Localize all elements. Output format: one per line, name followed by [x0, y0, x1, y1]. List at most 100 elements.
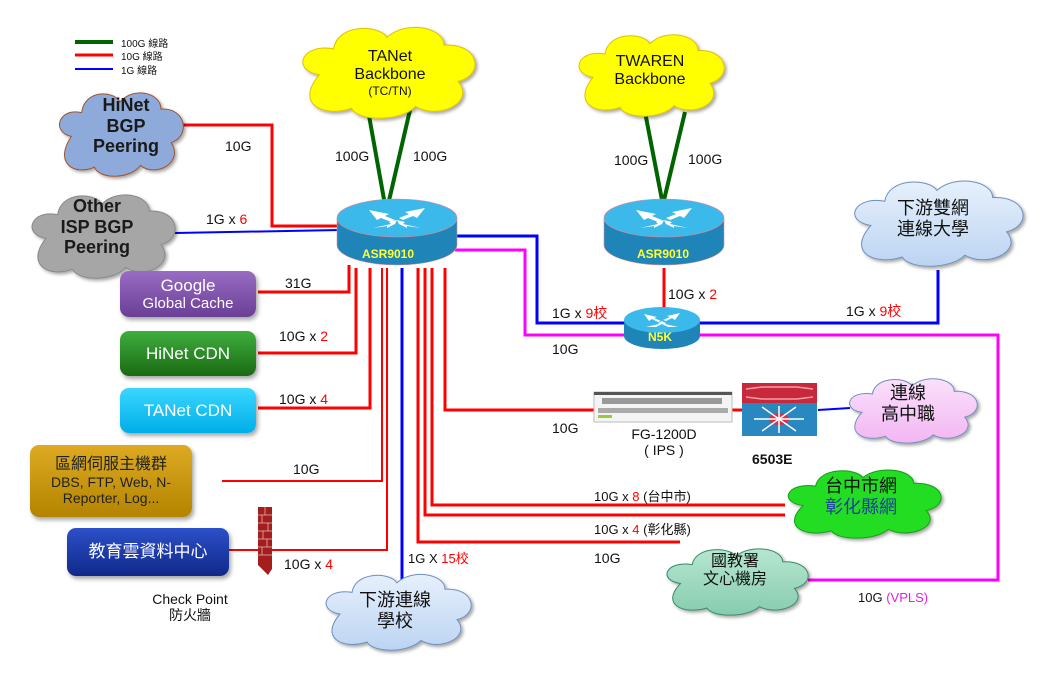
- box-label: Google: [160, 275, 216, 295]
- link-tag: (VPLS): [886, 590, 929, 605]
- link-speed: 1G x: [206, 211, 240, 227]
- cloud-downstream-schools[interactable]: 下游連線 學校: [345, 590, 445, 631]
- legend-label-100g: 100G 線路: [121, 39, 169, 50]
- link-speed: 10G x: [668, 286, 710, 302]
- link-speed: 10G x: [284, 556, 326, 572]
- box-label: 教育雲資料中心: [88, 542, 208, 562]
- google-global-cache-box[interactable]: Google Global Cache: [120, 271, 256, 317]
- asr9010-main-router[interactable]: [336, 198, 458, 266]
- cloud-label: 文心機房: [702, 571, 767, 589]
- link-label-taichung: 10G x 8 (台中市): [594, 486, 691, 505]
- cloud-label: 國教署: [710, 553, 759, 570]
- cloud-label: BGP: [106, 115, 146, 136]
- asr9010-twaren-router[interactable]: [603, 198, 725, 266]
- link-label-k12: 10G: [594, 550, 621, 566]
- clouds: [31, 26, 1024, 651]
- cloud-label: 下游雙網: [897, 198, 969, 218]
- link-count: 8: [632, 489, 640, 504]
- link-count: 9校: [585, 305, 608, 321]
- link-label-changhua: 10G x 4 (彰化縣): [594, 519, 691, 538]
- cloud-shape-downstream[interactable]: [325, 574, 472, 651]
- link-label-hinet-bgp: 10G: [225, 138, 252, 154]
- cloud-shape-city[interactable]: [787, 469, 942, 539]
- link-count: 4: [320, 391, 329, 407]
- link-fortigate: [443, 268, 595, 412]
- cloud-hinet-bgp[interactable]: HiNet BGP Peering: [76, 95, 176, 157]
- cloud-twaren-backbone[interactable]: TWAREN Backbone: [605, 53, 695, 90]
- link-tanet-100g-a: [366, 109, 387, 206]
- box-label: TANet CDN: [143, 400, 233, 420]
- cloud-label: 連線: [890, 383, 926, 403]
- link-label-tanet-cdn: 10G x 4: [279, 391, 328, 407]
- box-label: Global Cache: [142, 295, 234, 313]
- cloud-label: HiNet: [102, 95, 150, 115]
- cloud-k12-datacenter[interactable]: 國教署 文心機房: [690, 553, 780, 590]
- switch-arrows-icon: [754, 406, 804, 433]
- link-tanet-cdn: [258, 268, 372, 410]
- cat6503e-switch[interactable]: [742, 383, 817, 436]
- cloud-label: ISP BGP: [60, 216, 134, 237]
- legend: [75, 40, 113, 70]
- link-label-fortigate: 10G: [552, 420, 579, 436]
- cloud-label: TWAREN: [615, 53, 685, 70]
- edu-cloud-datacenter-box[interactable]: 教育雲資料中心: [67, 528, 229, 576]
- cloud-shape-highschool[interactable]: [849, 378, 978, 444]
- link-label-downstream: 1G X 15校: [408, 548, 469, 567]
- device-label: FG-1200D: [631, 426, 697, 442]
- link-speed: 1G X: [408, 551, 442, 566]
- links: [174, 109, 1000, 585]
- n5k-switch[interactable]: [624, 307, 700, 349]
- link-label-n5k-univ: 1G x 9校: [846, 301, 901, 321]
- checkpoint-firewall-icon[interactable]: [258, 507, 272, 575]
- cloud-shape-twaren[interactable]: [578, 34, 725, 117]
- link-edu-cloud: [228, 268, 388, 551]
- legend-label-10g: 10G 線路: [121, 52, 163, 63]
- link-asr-n5k-1g: [455, 234, 625, 325]
- cloud-dual-homed-univ[interactable]: 下游雙網 連線大學: [878, 198, 988, 239]
- cloud-other-isp-bgp[interactable]: Other ISP BGP Peering: [42, 196, 152, 258]
- cloud-label: 連線大學: [897, 218, 969, 239]
- cloud-tanet-backbone[interactable]: TANet Backbone (TC/TN): [345, 48, 435, 99]
- link-label-asr-n5k-1g: 1G x 9校: [552, 303, 607, 323]
- hinet-cdn-box[interactable]: HiNet CDN: [120, 331, 256, 376]
- fortigate-appliance[interactable]: [593, 391, 733, 423]
- cloud-shape-tanet[interactable]: [302, 26, 476, 119]
- link-speed: 1G x: [846, 303, 880, 319]
- link-label-tanet-b: 100G: [413, 148, 448, 164]
- fortigate-label: FG-1200D ( IPS ): [614, 426, 714, 458]
- link-hinet-bgp: [180, 123, 340, 228]
- link-label-checkpoint: 10G x 4: [284, 556, 333, 572]
- box-label: HiNet CDN: [145, 343, 231, 363]
- cloud-shape-hinet-bgp[interactable]: [59, 92, 184, 177]
- asr-main-label: ASR9010: [362, 247, 415, 261]
- cloud-shape-other-isp[interactable]: [31, 194, 176, 279]
- device-label: ( IPS ): [644, 442, 684, 459]
- cloud-city-networks[interactable]: 台中市網 彰化縣網: [806, 476, 916, 517]
- link-label-other-isp: 1G x 6: [206, 211, 247, 227]
- cloud-shape-univ[interactable]: [854, 180, 1024, 267]
- box-label: 區網伺服主機群: [54, 455, 167, 473]
- link-speed: 1G x: [552, 305, 586, 321]
- box-label: Reporter, Log...: [62, 490, 160, 507]
- server-cluster-box[interactable]: 區網伺服主機群 DBS, FTP, Web, N- Reporter, Log.…: [30, 445, 192, 517]
- link-label-google: 31G: [285, 275, 312, 291]
- link-count: 4: [325, 556, 334, 572]
- tanet-cdn-box[interactable]: TANet CDN: [120, 388, 256, 433]
- router-arrows-icon: [644, 313, 680, 327]
- cloud-high-schools[interactable]: 連線 高中職: [868, 383, 948, 424]
- link-label-twaren-n5k: 10G x 2: [668, 286, 717, 302]
- link-label-asr-n5k-10g: 10G: [552, 341, 579, 357]
- cloud-label: 彰化縣網: [825, 496, 897, 517]
- link-count: 2: [709, 286, 718, 302]
- link-count: 15校: [441, 551, 469, 566]
- link-asr-n5k-10g: [455, 248, 625, 337]
- link-other-isp: [174, 229, 341, 234]
- device-label: 防火牆: [169, 607, 211, 624]
- cloud-label: Peering: [92, 136, 160, 157]
- cloud-shape-k12[interactable]: [666, 548, 809, 616]
- link-vpls: [700, 333, 1000, 582]
- link-label-vpls: 10G (VPLS): [858, 590, 928, 605]
- cloud-label: 高中職: [881, 403, 935, 424]
- link-twaren-100g-a: [643, 111, 664, 201]
- device-label: Check Point: [152, 591, 228, 607]
